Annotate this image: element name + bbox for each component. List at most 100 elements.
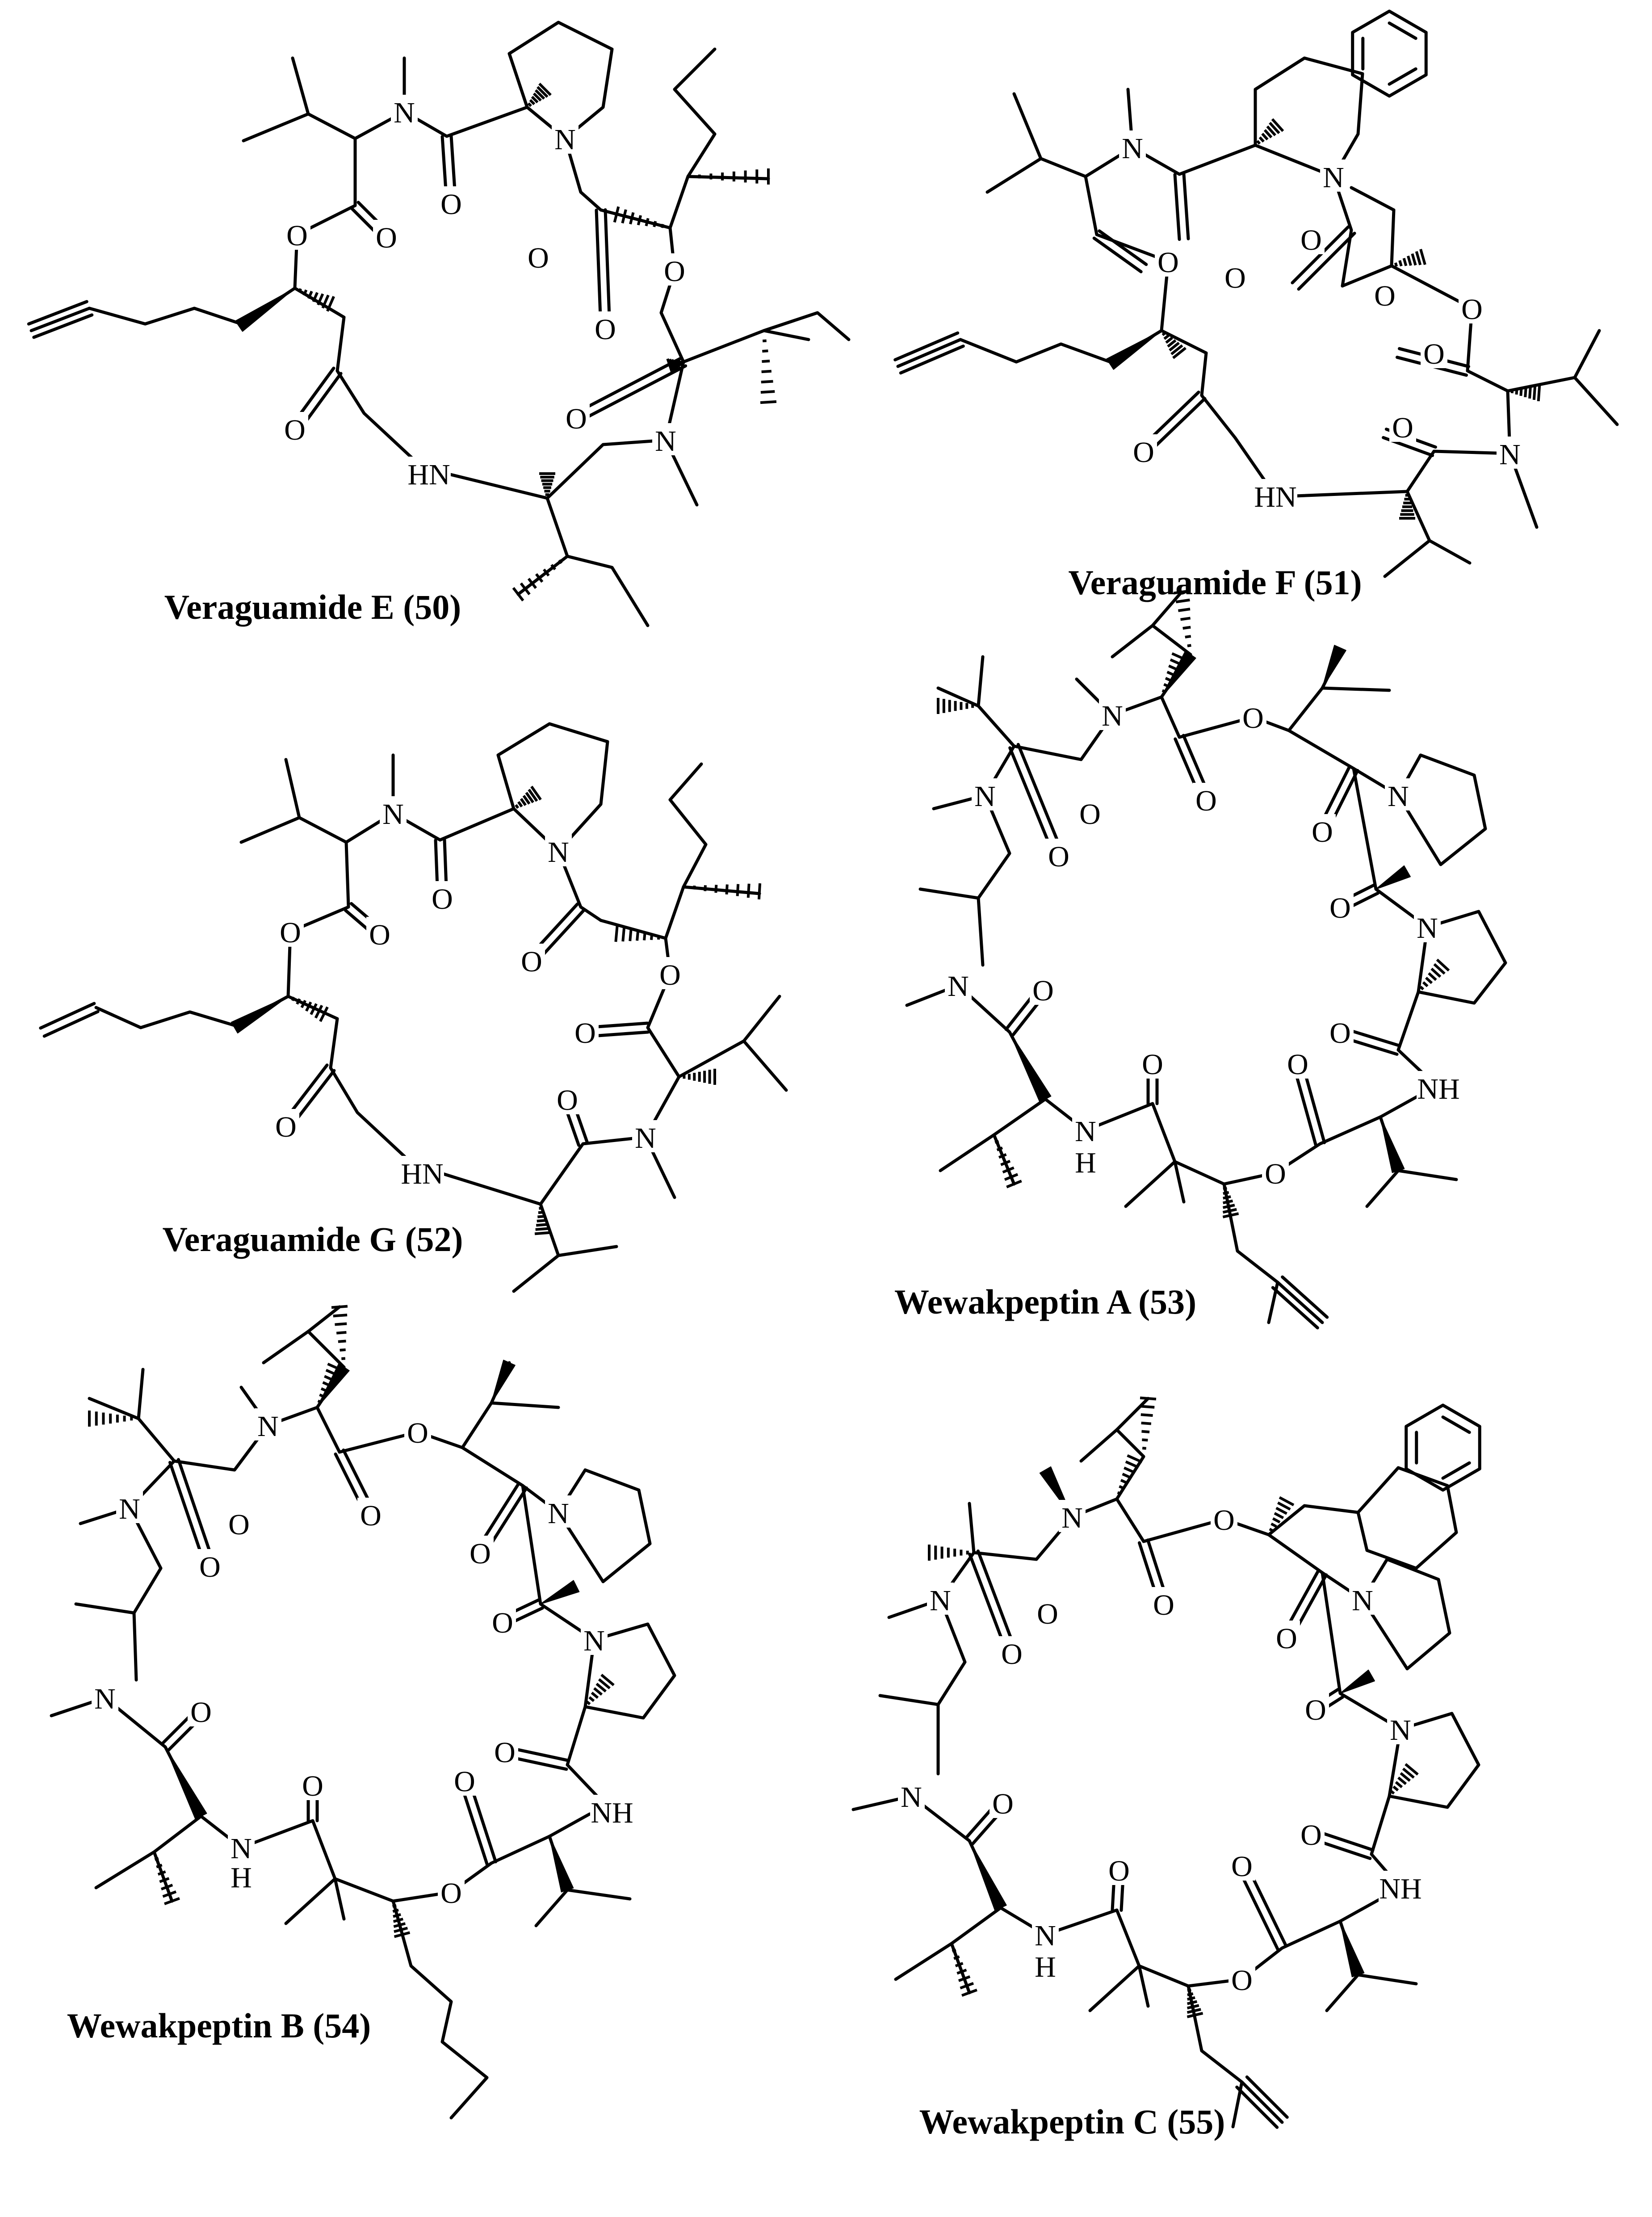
amide-nh-label: NH xyxy=(1417,1073,1459,1105)
atom-label-background xyxy=(990,1786,1016,1818)
atom-label-background xyxy=(1229,1848,1255,1881)
atom-label-background xyxy=(1284,1046,1311,1079)
hashed-wedge-bond xyxy=(1222,1187,1239,1218)
compound-caption: Wewakpeptin B (54) xyxy=(67,2006,371,2045)
oxygen-label: O xyxy=(1231,1850,1253,1883)
double-bond-line xyxy=(1182,172,1190,240)
double-bond-line xyxy=(1297,231,1356,291)
oxygen-label: O xyxy=(659,959,681,991)
atom-label-background xyxy=(525,240,552,272)
single-bond xyxy=(242,112,310,143)
atom-label-background xyxy=(228,1831,255,1863)
atom-label-background xyxy=(1298,1817,1325,1849)
wedge-bond xyxy=(1106,330,1162,370)
double-bond-line xyxy=(572,356,683,416)
single-bond xyxy=(416,1361,511,1449)
single-bond xyxy=(968,1502,976,1554)
nitrogen-label: N xyxy=(930,1584,951,1617)
oxygen-label: O xyxy=(574,1017,596,1050)
atom-label-background xyxy=(1298,222,1325,254)
oxygen-label: O xyxy=(1037,1598,1058,1630)
atom-label-background xyxy=(1385,778,1412,810)
hashed-wedge-bond xyxy=(683,1069,716,1085)
single-bond xyxy=(449,1812,591,1894)
triple-bond-line xyxy=(32,313,94,339)
nitrogen-label: N xyxy=(1102,700,1123,732)
atom-label-background xyxy=(1155,244,1182,277)
hashed-wedge-bond xyxy=(1390,1763,1419,1795)
atom-label-background xyxy=(116,1491,143,1523)
single-bond xyxy=(1084,1102,1277,1186)
atom-label-background xyxy=(1119,130,1146,163)
atom-label-background xyxy=(404,1415,431,1447)
single-bond xyxy=(507,21,614,140)
single-bond xyxy=(461,1446,560,1514)
wedge-bond xyxy=(969,1840,1007,1911)
hashed-wedge-bond xyxy=(1399,494,1415,520)
single-bond xyxy=(686,175,770,181)
oxygen-label: O xyxy=(228,1508,250,1541)
atom-label-background xyxy=(1034,1596,1061,1628)
oxygen-label: O xyxy=(521,945,542,978)
single-bond xyxy=(1341,264,1474,310)
nitrogen-label: N xyxy=(1035,1919,1056,1952)
single-bond xyxy=(1396,753,1487,866)
wedge-bond xyxy=(317,1363,350,1408)
atom-label-background xyxy=(1273,1621,1300,1653)
single-bond xyxy=(1388,1712,1480,1809)
nitrogen-label: N xyxy=(1075,1115,1096,1148)
double-bond-line xyxy=(39,1002,96,1030)
nitrogen-label: N xyxy=(1352,1584,1373,1617)
hashed-wedge-bond xyxy=(586,1674,615,1705)
oxygen-label: O xyxy=(1242,702,1264,735)
hashed-wedge-bond xyxy=(666,358,683,375)
single-bond xyxy=(1325,1973,1360,2012)
oxygen-label: O xyxy=(1157,246,1179,279)
single-bond xyxy=(291,56,406,140)
single-bond xyxy=(1383,539,1431,578)
benzene-ring xyxy=(1405,1403,1481,1492)
single-bond xyxy=(1417,910,1507,1005)
single-bond xyxy=(490,1401,560,1409)
atom-label-background xyxy=(1150,1587,1177,1619)
single-bond xyxy=(391,807,516,842)
hashed-wedge-bond xyxy=(1140,1396,1157,1450)
atom-label-background xyxy=(366,917,393,949)
single-bond xyxy=(1079,1428,1119,1463)
single-bond xyxy=(682,329,810,364)
oxygen-label: O xyxy=(664,255,685,288)
atom-label-background xyxy=(518,944,545,976)
oxygen-label: O xyxy=(454,1765,475,1798)
oxygen-label: O xyxy=(360,1499,382,1532)
atom-label-background xyxy=(255,1408,281,1440)
nitrogen-label: N xyxy=(1390,1714,1411,1747)
hashed-wedge-bond xyxy=(1161,332,1187,359)
oxygen-label: O xyxy=(566,403,587,435)
oxygen-label: O xyxy=(1231,1964,1253,1997)
oxygen-label: O xyxy=(1287,1048,1308,1081)
compound-caption: Wewakpeptin C (55) xyxy=(919,2102,1225,2141)
wedge-bond xyxy=(491,1360,516,1403)
wedge-bond xyxy=(1340,1921,1365,1978)
hashed-wedge-bond xyxy=(1161,652,1187,693)
oxygen-label: O xyxy=(1461,293,1483,326)
atom-label-background xyxy=(1371,278,1398,310)
atom-label-background xyxy=(1139,1046,1166,1079)
atom-label-background xyxy=(1309,814,1336,846)
hashed-wedge-bond xyxy=(291,996,329,1022)
triple-bond-line xyxy=(1235,2085,1279,2129)
wedge-bond xyxy=(235,288,295,332)
oxygen-label: O xyxy=(440,188,462,221)
hashed-wedge-bond xyxy=(937,698,974,714)
single-bond xyxy=(1160,260,1277,498)
wedge-bond xyxy=(1009,1032,1052,1103)
atom-label-background xyxy=(357,1498,384,1530)
hashed-wedge-bond xyxy=(760,339,777,404)
nitrogen-label: N xyxy=(382,798,404,831)
single-bond xyxy=(496,722,609,853)
amide-nh-label: NH xyxy=(1379,1873,1421,1905)
